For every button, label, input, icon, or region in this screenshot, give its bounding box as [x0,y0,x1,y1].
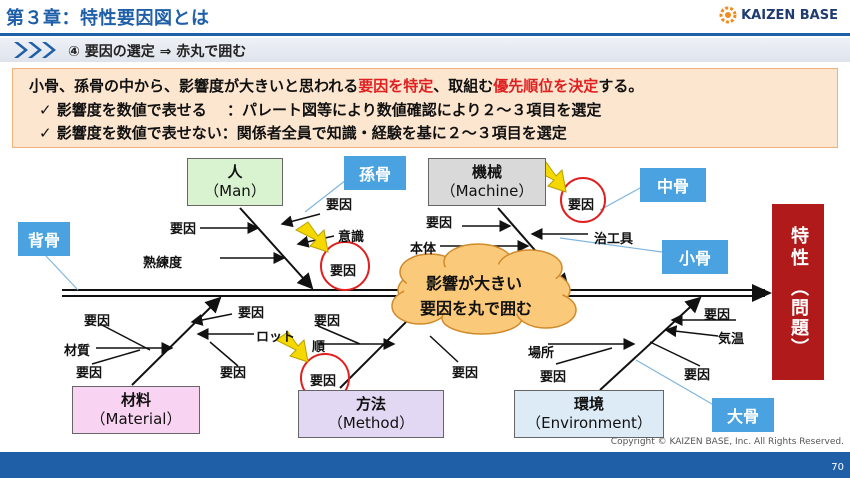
factor-label: 気温 [718,332,745,347]
summary-line-1: 小骨、孫骨の中から、影響度が大きいと思われる要因を特定、取組む優先順位を決定する… [29,75,643,96]
factor-label: 要因 [452,366,479,381]
category-method-box: 方法 （Method） [298,390,444,438]
category-label: 人 [227,163,243,181]
factor-label-circled: 要因 [568,198,595,213]
bone-environment [599,296,702,391]
factor-label-circled: 要因 [310,374,337,389]
factor-label: 本体 [410,242,437,257]
callout-magobone: 孫骨 [344,156,406,190]
factor-label: 要因 [314,314,341,329]
summary-line-3: ✓ 影響度を数値で表せない：関係者全員で知識・経験を基に２～３項目を選定 [39,124,567,142]
spine-arrowhead [752,284,772,302]
summary-highlight: 優先順位を決定 [493,77,599,95]
cloud-text-line2: 要因を丸で囲む [420,299,533,318]
category-sublabel: （Man） [204,182,266,200]
callout-pointer [635,359,713,405]
factor-label: 要因 [684,368,711,383]
factor-label: 材質 [64,344,91,359]
company-logo: KAIZEN BASE [719,6,838,24]
factor-label: 熟練度 [143,256,183,271]
effect-box: 特性 （問題） [772,204,824,380]
yellow-arrow-icon [275,331,309,363]
category-sublabel: （Environment） [526,414,652,432]
factor-label: ロット [256,330,296,345]
factor-label: 場所 [528,346,555,361]
logo-text: KAIZEN BASE [741,7,838,23]
title-divider [0,33,850,36]
category-label: 環境 [573,395,604,413]
callout-sebone: 背骨 [18,222,70,256]
summary-line-2: ✓ 影響度を数値で表せる ：パレート図等により数値確認により２～３項目を選定 [39,101,602,119]
footer-bar [0,452,850,478]
bone-man [239,207,314,290]
gear-icon [719,6,737,24]
factor-label: 順 [312,340,326,355]
factor-label: 要因 [238,306,265,321]
factor-label-circled: 要因 [330,264,357,279]
highlight-circle [320,241,370,291]
cloud-shape [391,243,577,335]
factor-label: 要因 [704,308,731,323]
category-sublabel: （Method） [327,414,415,432]
category-material-box: 材料 （Material） [72,386,200,434]
effect-label: 特性 [788,226,809,270]
category-sublabel: （Machine） [440,182,534,200]
callout-pointer [559,237,663,253]
effect-sublabel: （問題） [788,278,809,358]
factor-label: 要因 [170,222,197,237]
factor-label: 要因 [220,366,247,381]
callout-nakabone: 中骨 [640,168,706,202]
category-environment-box: 環境 （Environment） [514,390,664,438]
factor-label: 治工具 [594,232,634,247]
summary-text: する。 [598,77,644,95]
factor-label: 要因 [540,370,567,385]
cloud-text-line1: 影響が大きい [426,274,523,293]
subtitle-bar [0,38,850,62]
callout-pointer [304,179,347,213]
callout-pointer [45,255,79,291]
copyright-text: Copyright © KAIZEN BASE, Inc. All Rights… [610,437,844,447]
category-sublabel: （Material） [90,410,182,428]
callout-kobone: 小骨 [662,240,728,274]
category-label: 機械 [471,163,502,181]
summary-text: 小骨、孫骨の中から、影響度が大きいと思われる [29,77,359,95]
category-machine-box: 機械 （Machine） [428,158,546,206]
section-subtitle: ④ 要因の選定 ⇒ 赤丸で囲む [68,44,247,60]
chevron-arrows-icon [14,42,56,58]
factor-label: 要因 [426,216,453,231]
callout-ohbone: 大骨 [712,398,774,432]
callout-pointer [599,187,641,211]
category-label: 方法 [355,395,386,413]
summary-text: 、取組む [433,77,494,95]
bone-material [131,296,222,386]
factor-label: 意識 [338,230,365,245]
factor-label: 要因 [76,366,103,381]
category-label: 材料 [120,391,151,409]
page-title: 第３章：特性要因図とは [6,8,210,29]
factor-label: 要因 [326,198,353,213]
summary-box: 小骨、孫骨の中から、影響度が大きいと思われる要因を特定、取組む優先順位を決定する… [12,68,838,148]
summary-highlight: 要因を特定 [358,77,434,95]
factor-label: 要因 [84,314,111,329]
category-man-box: 人 （Man） [187,158,283,206]
yellow-arrow-icon [295,221,329,253]
highlight-circle [560,177,606,223]
page-number: 70 [831,462,844,473]
